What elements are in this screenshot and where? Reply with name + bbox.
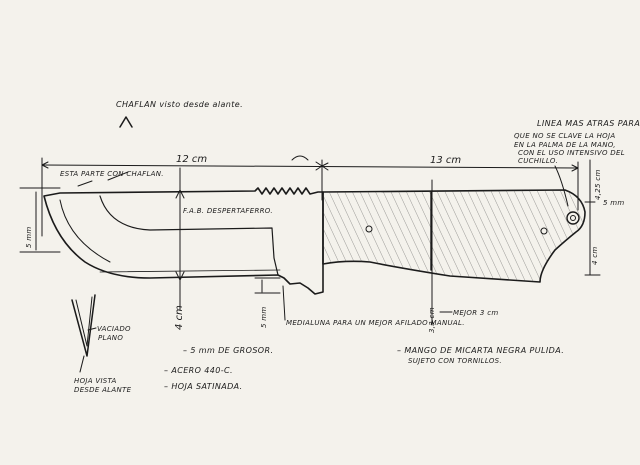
butt-height-label: 4,25 cm — [594, 169, 602, 200]
line-back-title: LINEA MAS ATRAS PARA — [537, 119, 640, 128]
chaflan-profile-symbol — [119, 116, 133, 128]
line-back-2: EN LA PALMA DE LA MANO, — [514, 141, 616, 149]
blade: F.A.B. DESPERTAFERRO. — [43, 187, 324, 295]
butt-dimensions: 4,25 cm 5 mm 4 cm — [584, 159, 625, 276]
hole-diameter-label: 5 mm — [603, 199, 625, 207]
screws-note: SUJETO CON TORNILLOS. — [408, 357, 502, 365]
line-back-1: QUE NO SE CLAVE LA HOJA — [514, 132, 615, 140]
front-view-label-1: HOJA VISTA — [74, 377, 117, 385]
handle-height-note: MEJOR 3 cm — [453, 309, 498, 317]
blade-length-label: 12 cm — [176, 154, 207, 165]
tip-thickness-label: 5 mm — [25, 226, 33, 248]
blade-front-view: VACIADO PLANO HOJA VISTA DESDE ALANTE — [71, 294, 132, 394]
halfmoon-leader — [282, 285, 286, 321]
handle-height-dimension: 3,3 cm MEJOR 3 cm — [428, 179, 498, 333]
handle-height-label: 3,3 cm — [428, 307, 436, 333]
maker-mark: F.A.B. DESPERTAFERRO. — [183, 207, 273, 215]
line-back-4: CUCHILLO. — [518, 157, 558, 165]
tip-thickness-dimension: 5 mm — [19, 187, 61, 253]
line-back-note: LINEA MAS ATRAS PARA QUE NO SE CLAVE LA … — [514, 119, 640, 207]
line-back-3: CON EL USO INTENSIVO DEL — [518, 149, 625, 157]
chaflan-part-label: ESTA PARTE CON CHAFLAN. — [60, 170, 164, 178]
spec-notes: – 5 mm DE GROSOR. – ACERO 440-C. – HOJA … — [164, 346, 564, 391]
finish-note: – HOJA SATINADA. — [164, 382, 243, 391]
handle-material-note: – MANGO DE MICARTA NEGRA PULIDA. — [397, 346, 564, 355]
blade-height-dimension: 4 cm — [174, 167, 185, 330]
hollow-grind-label-2: PLANO — [98, 334, 123, 342]
choil-dimension: 5 mm — [254, 277, 281, 328]
front-view-label-2: DESDE ALANTE — [74, 386, 132, 394]
halfmoon-label: MEDIALUNA PARA UN MEJOR AFILADO MANUAL. — [286, 319, 465, 327]
hollow-grind-label-1: VACIADO — [97, 325, 131, 333]
choil-depth-label: 5 mm — [260, 306, 268, 328]
handle-length-label: 13 cm — [430, 155, 461, 166]
length-dimensions: 12 cm 13 cm — [41, 154, 579, 237]
steel-note: – ACERO 440-C. — [164, 366, 233, 375]
chaflan-leader — [77, 180, 93, 187]
blade-height-label: 4 cm — [174, 305, 185, 330]
butt-width-label: 4 cm — [591, 246, 599, 265]
chaflan-view-label: CHAFLAN visto desde alante. — [116, 100, 243, 109]
thickness-note: – 5 mm DE GROSOR. — [183, 346, 273, 355]
handle — [322, 189, 586, 283]
